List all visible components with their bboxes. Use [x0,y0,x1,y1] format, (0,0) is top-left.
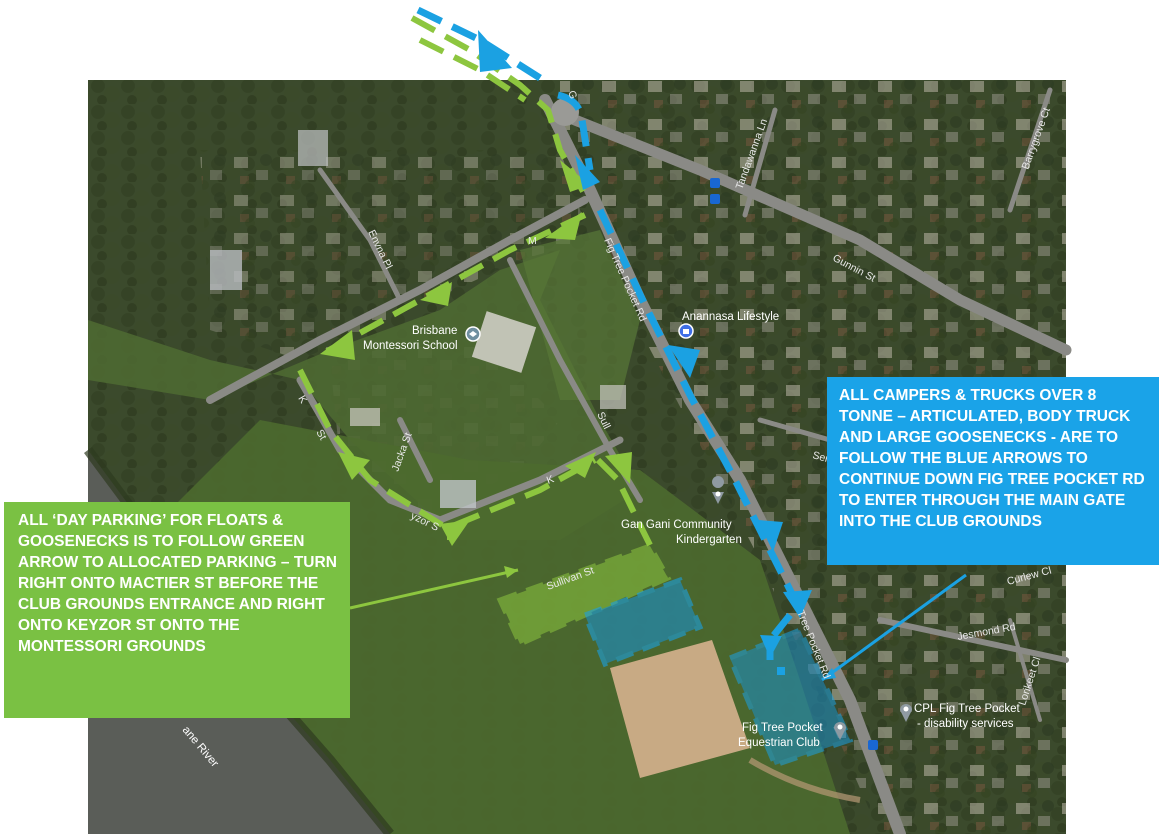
house-a [210,250,242,290]
blue-route-entry [416,6,542,81]
house-b [298,130,328,166]
fig-tree-pocket-rd-road [539,94,906,834]
green-arrowhead-4 [320,330,355,360]
place-label-anannasa: Anannasa Lifestyle [682,311,779,323]
houses-west [200,150,590,360]
blue-arrowhead-6 [760,635,782,658]
blue-camping-zone [581,576,704,668]
street-label-keyzor-lower: K [545,473,556,487]
green-arrowheads [320,160,632,546]
house-c [600,385,626,409]
jacka-st-road [397,417,433,483]
blue-gate-marker [777,667,785,675]
blue-arrowhead-2 [575,155,600,190]
houses-east [560,80,1066,834]
blue-callout-pointer-tip [822,668,836,680]
blue-arrowheads [478,30,812,658]
gunnin-st-road [544,104,1072,356]
roads [206,87,1072,834]
green-route-sullivan [595,457,653,547]
tandawanna-ln-road [742,107,778,218]
blue-arrowhead-3 [668,345,700,378]
green-callout-pointer-tip [504,566,518,578]
montessori-building [471,311,537,373]
keyzor-st-road [296,376,624,524]
grass-field-top [520,230,640,400]
barrygrove-road [1007,87,1053,213]
green-arrowhead-5 [338,452,370,480]
blue-arrowhead-1 [478,30,512,72]
green-arrowhead-2 [545,212,582,240]
place-label-equestrian-1: Fig Tree Pocket [742,722,823,734]
green-route-entry [410,15,588,197]
map-pin-icon-kindergarten [712,476,725,504]
blue-callout-pointer [821,573,967,682]
place-label-cpl-1: CPL Fig Tree Pocket [914,703,1020,715]
school-icon [465,326,481,342]
sand-arena [610,640,750,778]
shopping-bag-icon [678,323,694,339]
green-parking-zone [496,542,672,648]
place-label-gan-gani-1: Gan Gani Community [621,519,732,531]
blue-arrowhead-5 [783,590,812,618]
bus-stop-icon-north [710,178,720,204]
green-callout-pointer [349,568,519,610]
blue-club-zone [726,626,854,769]
lorikeet-road [1008,618,1042,722]
green-arrowhead-8 [605,452,632,484]
envna-pl-road [317,167,403,303]
place-label-equestrian-2: Equestrian Club [738,737,820,749]
blue-callout-text: ALL CAMPERS & TRUCKS OVER 8 TONNE – ARTI… [839,387,1145,530]
street-label-mactier: M [528,235,537,247]
blue-route-fig-tree [596,208,804,612]
arena-track [748,757,861,803]
blue-route-callout: ALL CAMPERS & TRUCKS OVER 8 TONNE – ARTI… [827,377,1159,565]
place-label-montessori-2: Montessori School [363,340,458,352]
place-label-gan-gani-2: Kindergarten [676,534,742,546]
street-label-g: G [565,89,579,101]
river [88,450,390,834]
kindergarten-building [440,480,476,508]
green-arrowhead-6 [440,520,470,546]
map-pin-icon-equestrian [834,722,846,740]
green-arrowhead-3 [420,282,452,306]
green-route-parallel [418,37,527,103]
school-building-2 [350,408,380,426]
serene-pl-road [757,417,833,443]
bus-stop-icon-south [868,740,878,750]
jesmond-rd-road [877,617,1069,663]
mactier-st-road [206,196,589,404]
place-label-montessori-1: Brisbane [412,325,457,337]
green-arrowhead-7 [565,452,596,478]
place-label-cpl-2: - disability services [917,718,1014,730]
map-pin-icon-cpl [900,704,912,722]
blue-arrowhead-4 [758,520,783,552]
green-route-mactier [318,212,587,358]
blue-route-curve [557,91,594,171]
green-route-callout: ALL ‘DAY PARKING’ FOR FLOATS & GOOSENECK… [4,502,350,718]
green-callout-text: ALL ‘DAY PARKING’ FOR FLOATS & GOOSENECK… [18,512,337,655]
